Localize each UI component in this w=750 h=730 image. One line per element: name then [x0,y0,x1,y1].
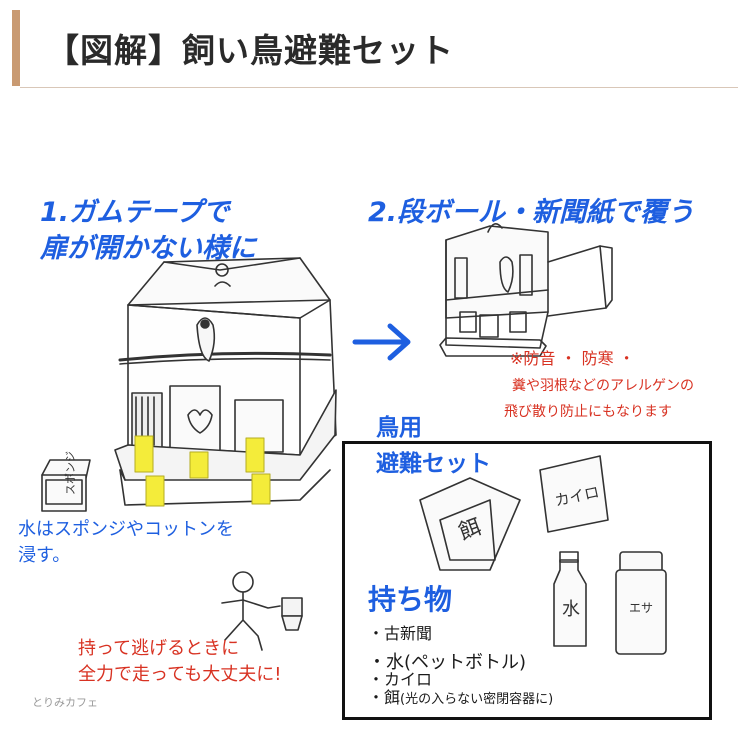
article-header: 【図解】飼い鳥避難セット [12,10,738,86]
belonging-item-water: ・水(ペットボトル) [368,652,527,673]
kit-title-line1: 鳥用 [376,415,422,441]
feed-container-label: エサ [629,601,653,615]
cage-body [114,299,337,506]
belonging-item-feed: ・餌(光の入らない密閉容器に) [368,688,554,707]
tape-strips [134,435,271,507]
header-divider [20,87,738,88]
step1-title-line1: 1.ガムテープで [40,197,230,228]
sponge-box [41,459,91,512]
step1-title-line2: 扉が開かない様に [40,233,256,264]
kit-title-line2: 避難セット [376,451,491,477]
run-note: 持って逃げるときに 全力で走っても大丈夫に! [78,638,282,685]
water-bottle-label: 水 [562,599,580,620]
arrow [352,323,411,361]
feed-note: (光の入らない密閉容器に) [400,692,554,707]
watermark: とりみカフェ [32,696,98,709]
cage-roof [127,257,331,306]
step2-title: 2.段ボール・新聞紙で覆う [368,197,695,228]
covered-cage [439,223,613,357]
belonging-item-newspaper: ・古新聞 [368,624,433,643]
evacuation-kit-box [342,441,712,720]
belonging-item-kairo: ・カイロ [368,670,433,689]
feed-container [615,551,667,655]
sponge-box-label: スポンジ [64,451,77,495]
cover-note-line1: ※防音 ・ 防寒 ・ [510,349,635,368]
kairo-pack [539,455,609,533]
newspaper-bag [419,477,521,571]
evacuation-illustration: スポンジ カイロ 餌 水 エサ [41,223,667,655]
cover-note-line3: 飛び散り防止にもなります [504,404,672,420]
sponge-note: 水はスポンジやコットンを 浸す。 [18,519,234,566]
water-bottle [553,551,587,647]
page-title: 【図解】飼い鳥避難セット [46,31,454,70]
cover-note-line2: 糞や羽根などのアレルゲンの [512,378,694,394]
running-person [221,571,303,651]
belongings-title: 持ち物 [368,583,453,616]
